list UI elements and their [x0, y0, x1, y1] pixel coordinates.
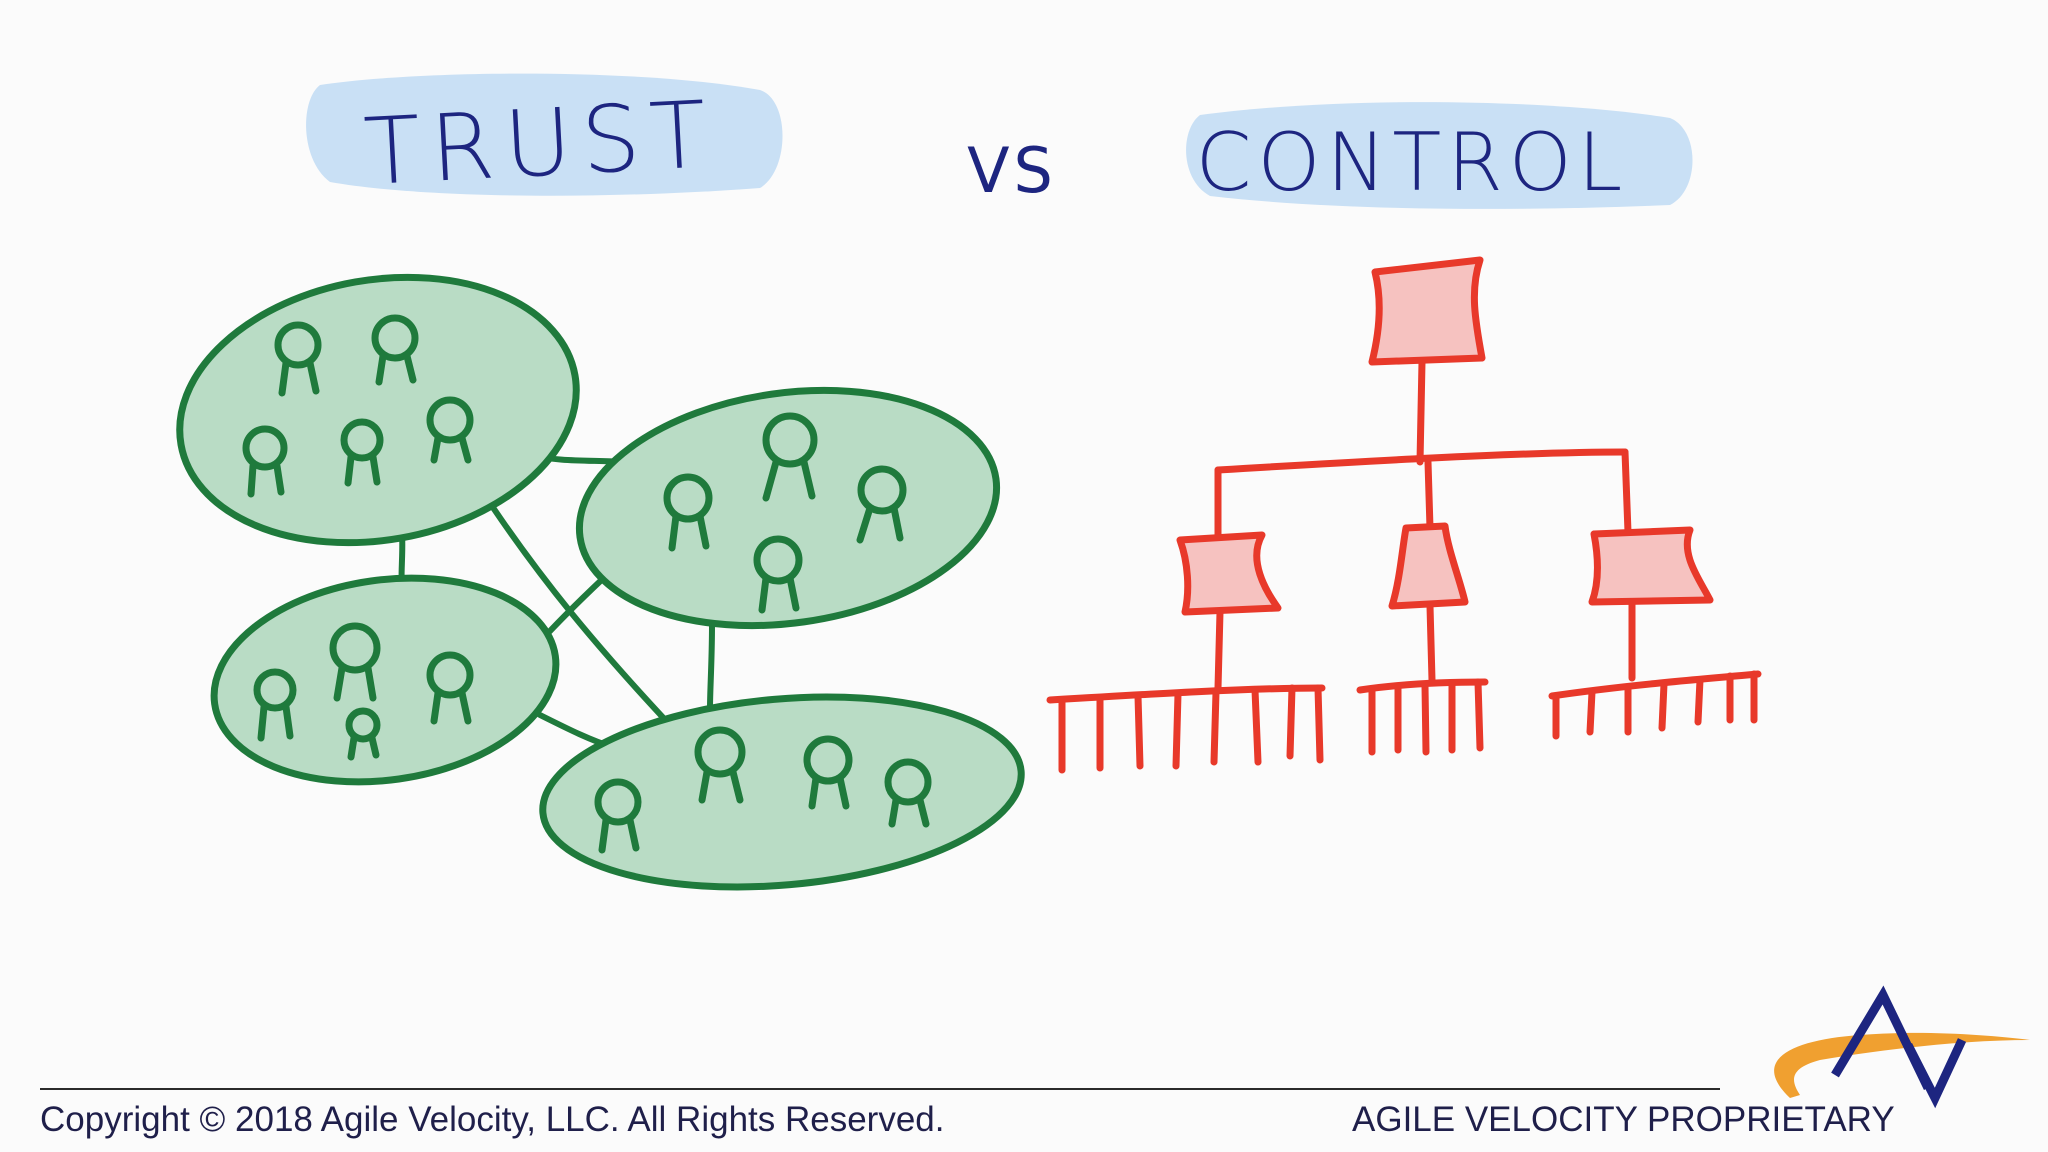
control-stem — [1426, 602, 1436, 684]
person-icon — [274, 321, 322, 397]
control-hierarchy — [1046, 256, 1762, 774]
vs-label: VS — [967, 134, 1057, 207]
control-branch-bar — [1214, 448, 1629, 474]
logo-orange-swoosh — [1774, 1032, 2030, 1098]
person-icon — [426, 651, 474, 725]
person-icon — [371, 314, 419, 386]
control-middle-box — [1388, 522, 1469, 610]
person-icon — [242, 425, 288, 498]
trust-title-highlight — [306, 73, 783, 196]
control-title-highlight — [1186, 102, 1693, 209]
person-icon — [663, 473, 713, 552]
person-icon — [694, 726, 746, 804]
control-branch-drop — [1424, 458, 1434, 532]
person-icon — [253, 668, 297, 742]
control-branch-drop — [1621, 448, 1632, 536]
control-top-box — [1368, 256, 1486, 366]
trust-people — [242, 314, 932, 854]
footer-copyright: Copyright © 2018 Agile Velocity, LLC. Al… — [40, 1100, 945, 1139]
trust-team-right — [575, 386, 1001, 630]
footer-proprietary: AGILE VELOCITY PROPRIETARY — [1352, 1100, 1895, 1139]
person-icon — [594, 778, 642, 854]
person-icon — [884, 758, 932, 828]
person-icon — [340, 418, 384, 487]
person-icon — [856, 465, 907, 544]
person-icon — [803, 735, 853, 810]
logo-navy-av — [1831, 985, 1967, 1109]
trust-title: TRUST — [362, 81, 719, 206]
control-trunk-line — [1416, 358, 1426, 466]
control-team-left — [1046, 684, 1326, 774]
agile-velocity-logo-icon — [1774, 985, 2030, 1109]
person-icon — [753, 535, 803, 614]
person-icon — [762, 412, 818, 502]
footer-divider — [40, 1088, 1720, 1090]
trust-team-bottom-right — [539, 693, 1025, 891]
person-icon — [345, 707, 381, 761]
person-icon — [426, 396, 474, 464]
control-team-right — [1548, 670, 1762, 740]
trust-team-bottom-left — [210, 574, 560, 786]
person-icon — [329, 622, 381, 702]
control-stem — [1214, 608, 1224, 692]
control-title: CONTROL — [1196, 116, 1629, 209]
control-team-middle — [1356, 678, 1489, 756]
trust-team-top-left — [176, 273, 580, 547]
control-middle-box — [1176, 531, 1282, 616]
control-middle-box — [1588, 526, 1714, 606]
trust-connector — [707, 622, 715, 711]
